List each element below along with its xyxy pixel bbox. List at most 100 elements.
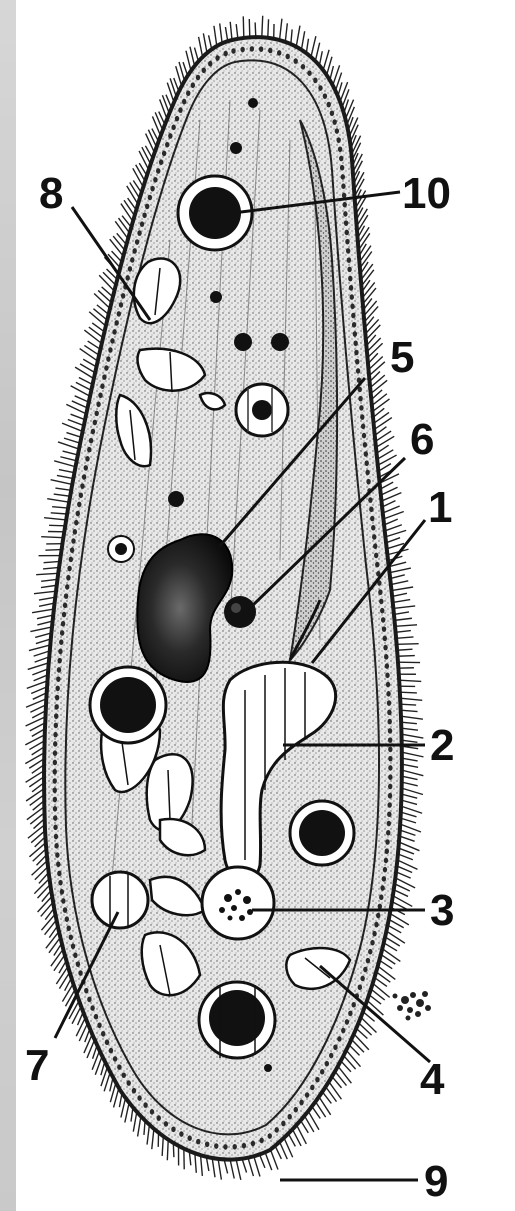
trichocyst-dot [57,871,61,877]
trichocyst-dot [251,1141,255,1147]
food-vacuole-left [90,667,166,743]
trichocyst-dot [363,442,367,448]
cilium [32,609,54,613]
cilium [75,367,94,379]
trichocyst-dot [369,507,373,513]
trichocyst-dot [360,976,364,982]
cilium [26,789,44,801]
cilium [385,525,402,531]
cilium [365,319,378,333]
trichocyst-dot [101,1031,105,1037]
trichocyst-dot [56,861,60,867]
cilium [49,525,65,526]
trichocyst-dot [223,51,227,57]
trichocyst-dot [358,984,362,990]
cilium [33,849,47,862]
trichocyst-dot [383,867,387,873]
cilium [54,955,65,971]
cilium [338,1066,351,1083]
trichocyst-dot [96,402,100,408]
cilium [402,776,418,779]
trichocyst-dot [128,266,132,272]
cilium [396,631,411,633]
cilium [381,487,398,495]
cilium [142,147,151,164]
trichocyst-dot [313,78,317,84]
cilium [401,794,417,798]
trichocyst-dot [114,320,118,326]
trichocyst-dot [67,566,71,572]
trichocyst-dot [388,719,392,725]
trichocyst-dot [87,997,91,1003]
trichocyst-dot [69,934,73,940]
cilium [400,830,416,835]
trichocyst-dot [360,414,364,420]
trichocyst-dot [348,276,352,282]
trichocyst-dot [350,304,354,310]
cilium [396,637,413,638]
trichocyst-dot [341,183,345,189]
cilium [55,488,71,490]
trichocyst-dot [374,553,378,559]
cilium [262,16,263,38]
trichocyst-dot [168,133,172,139]
cilium [190,47,195,66]
cilium [114,1088,119,1108]
trichocyst-dot [179,1131,183,1137]
trichocyst-dot [388,774,392,780]
cilium [370,375,385,388]
trichocyst-dot [347,267,351,273]
trichocyst-dot [54,704,58,710]
cilium [351,1039,364,1052]
trichocyst-dot [150,186,154,192]
trichocyst-dot [175,116,179,122]
trichocyst-dot [191,82,195,88]
cilium [84,330,101,343]
label-1: 1 [428,483,452,532]
trichocyst-dot [78,970,82,976]
trichocyst-dot [344,220,348,226]
cilium [51,480,73,485]
cilium [110,239,123,256]
trichocyst-dot [358,396,362,402]
cilium [25,735,44,745]
trichocyst-dot [156,168,160,174]
cilium [124,200,134,215]
cilium [41,579,57,581]
cilium [58,442,79,449]
trichocyst-dot [376,913,380,919]
cilium [133,1112,137,1132]
trichocyst-dot [379,599,383,605]
cilium [399,680,421,681]
cilium [255,22,256,37]
trichocyst-dot [137,230,141,236]
cilium [392,593,407,596]
cilium [397,866,412,873]
trichocyst-dot [385,673,389,679]
cilium [212,1158,215,1177]
cilium [199,37,203,57]
label-4: 4 [420,1055,445,1104]
trichocyst-dot [82,474,86,480]
cilium [41,585,57,587]
trichocyst-dot [182,99,186,105]
cilium [378,464,391,472]
cilium [52,507,68,508]
trichocyst-dot [353,340,357,346]
trichocyst-dot [338,146,342,152]
cilium [376,436,394,447]
cilium [147,1125,149,1145]
trichocyst-dot [143,1102,147,1108]
contractile-vacuole [92,872,148,928]
trichocyst-dot [387,802,391,808]
trichocyst-dot [94,411,98,417]
cilium [393,606,415,609]
trichocyst-dot [329,1053,333,1059]
trichocyst-dot [361,424,365,430]
cilium [390,575,405,579]
trichocyst-dot [90,1005,94,1011]
trichocyst-dot [386,830,390,836]
cilium [71,414,86,420]
cilium [401,716,423,719]
